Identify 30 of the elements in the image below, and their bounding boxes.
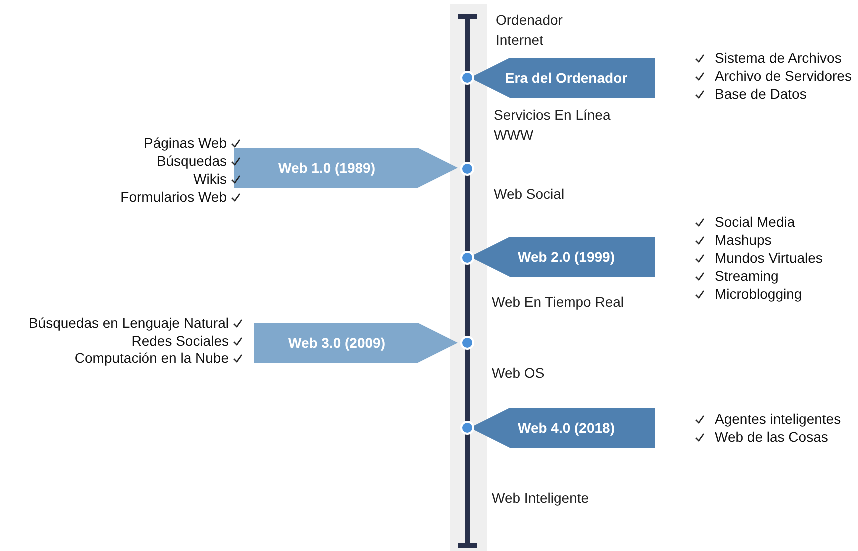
feature-item: Archivo de Servidores: [715, 68, 852, 85]
feature-item: Mashups: [715, 232, 772, 249]
feature-item: Base de Datos: [715, 86, 807, 103]
timeline-label: Web En Tiempo Real: [492, 294, 624, 311]
timeline-label: Web OS: [492, 365, 545, 382]
feature-item: Redes Sociales: [132, 332, 229, 350]
feature-item: Formularios Web: [120, 189, 227, 206]
timeline-label: Web Social: [494, 186, 565, 203]
era-title: Web 1.0 (1989): [278, 160, 376, 176]
feature-item: Streaming: [715, 268, 779, 285]
era-title: Web 3.0 (2009): [288, 335, 386, 351]
feature-item: Búsquedas en Lenguaje Natural: [28, 315, 229, 332]
feature-item: Web de las Cosas: [715, 429, 828, 446]
timeline-label: Servicios En Línea: [494, 107, 611, 124]
timeline-label: Ordenador: [496, 12, 563, 29]
feature-item: Social Media: [715, 214, 796, 231]
feature-item: Computación en la Nube: [74, 350, 229, 367]
era-title: Web 2.0 (1999): [518, 249, 615, 265]
feature-item: Sistema de Archivos: [715, 50, 842, 67]
feature-item: Mundos Virtuales: [715, 250, 823, 267]
timeline-label: WWW: [494, 127, 534, 144]
feature-item: Páginas Web: [144, 135, 227, 152]
timeline-label: Internet: [496, 32, 544, 49]
feature-item: Agentes inteligentes: [715, 411, 842, 428]
era-title: Web 4.0 (2018): [518, 420, 615, 436]
feature-item: Microblogging: [715, 286, 802, 303]
feature-item: Búsquedas: [156, 153, 227, 170]
feature-item: Wikis: [194, 171, 227, 188]
era-title: Era del Ordenador: [505, 70, 628, 86]
timeline-label: Web Inteligente: [492, 490, 590, 507]
